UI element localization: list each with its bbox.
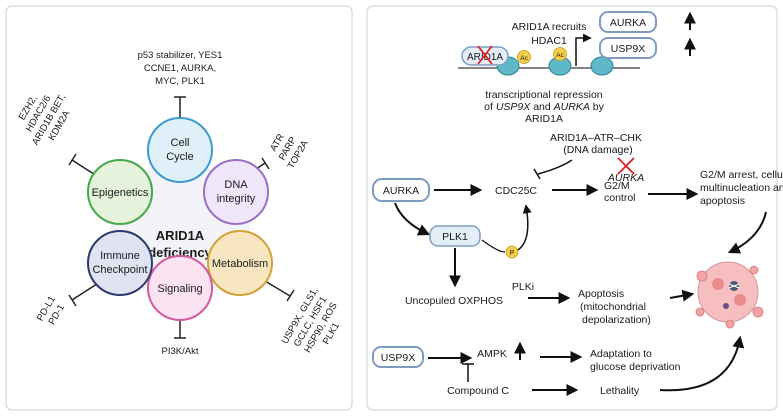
apoptosis-label-2: (mitochondrial bbox=[580, 301, 646, 313]
cell-cycle-label-2: Cycle bbox=[166, 151, 194, 163]
g2m-arrest-label-1: G2/M arrest, cellular bbox=[700, 169, 783, 181]
acetyl-mark-1 bbox=[517, 50, 531, 64]
g2m-control-label-2: control bbox=[604, 192, 636, 204]
aurka-italic-label: AURKA bbox=[607, 172, 644, 184]
immune-label-1: Immune bbox=[100, 250, 140, 262]
phospho-mark bbox=[505, 245, 519, 259]
aurka-box-label: AURKA bbox=[383, 185, 419, 197]
apoptotic-cell-icon bbox=[695, 261, 764, 329]
apoptosis-label-3: depolarization) bbox=[582, 314, 651, 326]
g2m-arrest-label-3: apoptosis bbox=[700, 195, 745, 207]
arid1a-label: ARID1A bbox=[467, 52, 503, 63]
recruit-label-2: HDAC1 bbox=[531, 35, 567, 47]
nucleosome-3 bbox=[590, 56, 614, 76]
adaptation-label-1: Adaptation to bbox=[590, 348, 652, 360]
acetyl-label-2: Ac bbox=[556, 52, 564, 59]
node-metabolism bbox=[207, 230, 273, 296]
signaling-target: PI3K/Akt bbox=[162, 346, 199, 357]
center-label-line1: ARID1A bbox=[156, 228, 205, 243]
aurka-box-top bbox=[599, 11, 657, 33]
plki-label: PLKi bbox=[512, 281, 534, 293]
acetyl-mark-2 bbox=[553, 47, 567, 61]
cell-cycle-target-1: p53 stabilizer, YES1 bbox=[138, 50, 223, 61]
aurka-box bbox=[372, 178, 430, 202]
node-signaling bbox=[147, 255, 213, 321]
node-immune-checkpoint bbox=[87, 230, 153, 296]
phospho-label: P bbox=[510, 250, 515, 257]
ampk-label: AMPK bbox=[477, 348, 507, 360]
node-cell-cycle bbox=[147, 117, 213, 183]
center-label-line2: deficiency bbox=[148, 245, 212, 260]
node-epigenetics bbox=[87, 159, 153, 225]
right-panel bbox=[366, 5, 778, 411]
usp9x-box-top bbox=[599, 37, 657, 59]
usp9x-box bbox=[372, 346, 424, 368]
usp9x-label-top: USP9X bbox=[611, 43, 645, 55]
epigenetics-label: Epigenetics bbox=[92, 187, 149, 199]
metabolism-label: Metabolism bbox=[212, 258, 268, 270]
acetyl-label-1: Ac bbox=[520, 55, 528, 62]
signaling-label: Signaling bbox=[157, 283, 202, 295]
g2m-arrest-label-2: multinucleation and bbox=[700, 182, 783, 194]
immune-label-2: Checkpoint bbox=[92, 264, 147, 276]
repression-line2: of USP9X and AURKA by bbox=[484, 101, 604, 113]
lethality-label: Lethality bbox=[600, 385, 640, 397]
recruit-label-1: ARID1A recruits bbox=[512, 21, 587, 33]
dna-label-1: DNA bbox=[224, 179, 248, 191]
node-dna-integrity bbox=[203, 159, 269, 225]
cell-cycle-target-2: CCNE1, AURKA, bbox=[144, 63, 216, 74]
apoptosis-label-1: Apoptosis bbox=[578, 288, 624, 300]
adaptation-label-2: glucose deprivation bbox=[590, 361, 681, 373]
aurka-label-top: AURKA bbox=[610, 17, 646, 29]
oxphos-label: Uncopuled OXPHOS bbox=[405, 295, 503, 307]
repression-line1: transcriptional repression bbox=[485, 89, 602, 101]
repression-line3: ARID1A bbox=[525, 113, 563, 125]
cell-cycle-target-3: MYC, PLK1 bbox=[155, 76, 205, 87]
plk1-label: PLK1 bbox=[442, 231, 468, 243]
g2m-control-label-1: G2/M bbox=[604, 180, 630, 192]
usp9x-box-label: USP9X bbox=[381, 352, 415, 364]
atr-chk-label: ARID1A–ATR–CHK bbox=[550, 132, 642, 144]
cdc25c-label: CDC25C bbox=[495, 185, 537, 197]
plk1-box bbox=[429, 225, 481, 247]
cell-cycle-label-1: Cell bbox=[171, 137, 190, 149]
dna-damage-label: (DNA damage) bbox=[563, 144, 632, 156]
compound-c-label: Compound C bbox=[447, 385, 509, 397]
dna-label-2: integrity bbox=[217, 193, 256, 205]
